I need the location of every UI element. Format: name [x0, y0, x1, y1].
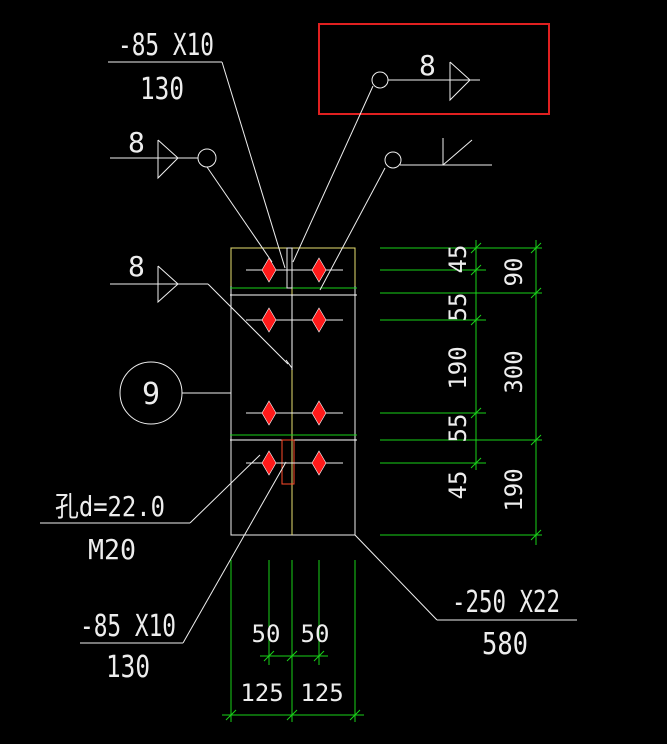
weld-flag-icon — [157, 139, 179, 180]
bolt-centerlines — [246, 269, 343, 464]
bolt-icon — [261, 307, 277, 333]
hdim-outer-1: 125 — [240, 679, 283, 707]
vdim-outer-2: 300 — [500, 350, 528, 393]
vdim-inner-4: 55 — [444, 414, 472, 443]
vdim-inner-2: 55 — [444, 293, 472, 322]
vdim-inner-5: 45 — [444, 471, 472, 500]
weld-flag-icon — [157, 265, 179, 304]
bolt-icon — [311, 400, 327, 426]
callout-hole: 孔d=22.0 M20 — [40, 454, 261, 566]
vdim-inner-1: 45 — [444, 245, 472, 274]
weld-size-highlighted: 8 — [419, 49, 436, 82]
bolt-icon — [311, 257, 327, 283]
bolt-icon — [261, 400, 277, 426]
bolt-icon — [261, 257, 277, 283]
weld-circle-icon — [384, 151, 402, 169]
bolt-icon — [311, 307, 327, 333]
vdim-inner-3: 190 — [444, 346, 472, 389]
vertical-dimensions: 45 55 190 55 45 90 300 190 — [380, 240, 542, 545]
weld-circle-icon — [371, 71, 389, 89]
hole-spec: 孔d=22.0 — [55, 490, 165, 523]
bolt-icon — [261, 450, 277, 476]
weld-flag-icon — [449, 61, 471, 102]
bottom-plate-length: 130 — [106, 650, 150, 685]
callout-weld-right — [319, 138, 492, 291]
vdim-outer-1: 90 — [500, 258, 528, 287]
callout-top-plate: -85 X10 130 — [108, 28, 286, 269]
bolt-spec: M20 — [88, 533, 136, 566]
weld-circle-icon — [197, 148, 217, 168]
end-plate — [230, 247, 357, 536]
end-plate-length: 580 — [482, 627, 528, 662]
top-plate-length: 130 — [140, 72, 184, 107]
top-plate-thickness: -85 X10 — [118, 28, 214, 63]
weld-size-a: 8 — [128, 126, 145, 159]
hdim-inner-2: 50 — [301, 620, 330, 648]
highlight-box — [318, 23, 550, 115]
callout-weld-highlighted: 8 — [292, 49, 480, 263]
callout-bottom-plate: -85 X10 130 — [80, 461, 287, 685]
detail-number: 9 — [142, 377, 160, 412]
detail-bubble: 9 — [119, 361, 231, 425]
bottom-plate-thickness: -85 X10 — [80, 609, 176, 644]
hdim-outer-2: 125 — [300, 679, 343, 707]
end-plate-thickness: -250 X22 — [452, 585, 560, 620]
horizontal-dimensions: 50 50 125 125 — [222, 560, 364, 722]
bottom-stiffener — [281, 439, 295, 485]
callout-end-plate: -250 X22 580 — [354, 534, 577, 662]
bolts — [261, 257, 327, 476]
weld-size-b: 8 — [128, 250, 145, 283]
hdim-inner-1: 50 — [252, 620, 281, 648]
bolt-icon — [311, 450, 327, 476]
vdim-outer-3: 190 — [500, 468, 528, 511]
callout-weld-b: 8 — [110, 250, 289, 365]
callout-weld-a: 8 — [110, 126, 273, 263]
